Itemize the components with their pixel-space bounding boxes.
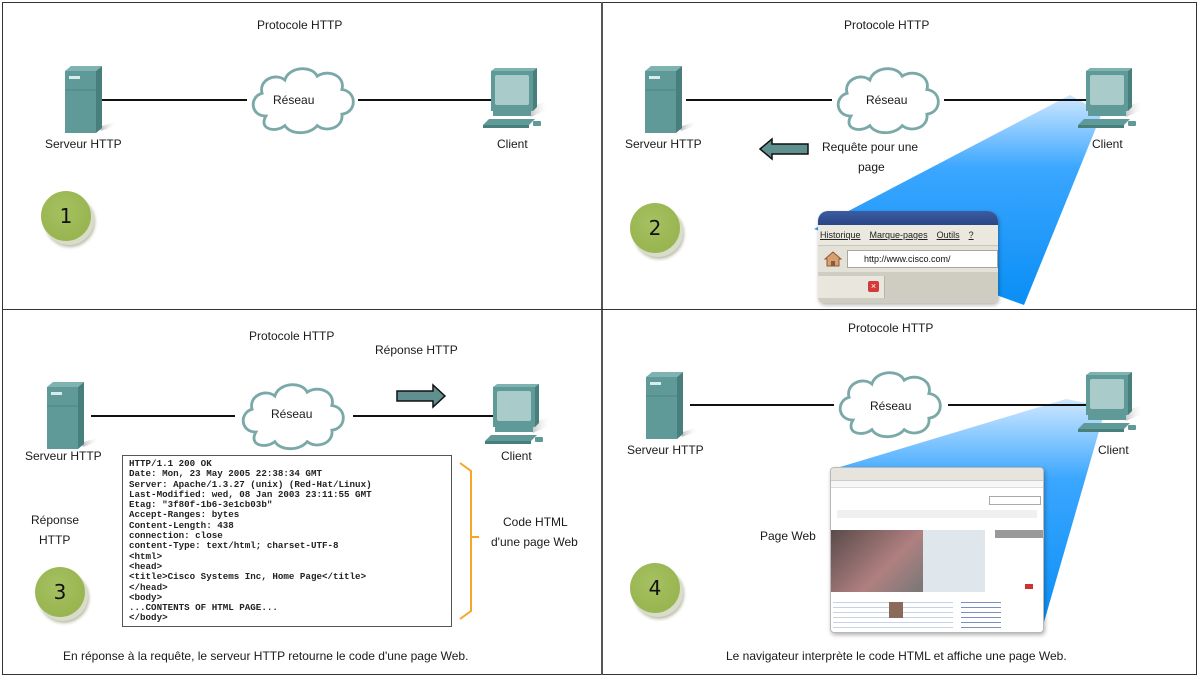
web-page-label: Page Web	[760, 529, 816, 543]
network-link	[99, 99, 247, 101]
network-link	[358, 99, 493, 101]
page-thumbnail	[889, 602, 903, 618]
browser-toolbar	[831, 468, 1043, 481]
code-line: </head>	[129, 581, 168, 593]
code-line: content-Type: text/html; charset-UTF-8	[129, 540, 339, 552]
code-line: ...CONTENTS OF HTML PAGE...	[129, 602, 278, 614]
code-line: Last-Modified: wed, 08 Jan 2003 23:11:55…	[129, 488, 372, 500]
step-badge: 1	[41, 191, 91, 241]
rendered-web-page	[830, 467, 1044, 633]
network-label: Réseau	[273, 93, 315, 107]
page-nav-bar	[837, 510, 1037, 518]
code-line: <html>	[129, 550, 163, 562]
client-label: Client	[501, 449, 532, 463]
server-icon	[59, 65, 119, 135]
browser-menu-bar: Historique Marque-pages Outils ?	[818, 225, 998, 245]
request-label: page	[858, 160, 885, 174]
browser-title-bar	[818, 211, 998, 225]
network-link	[91, 415, 235, 417]
panel-title: Protocole HTTP	[257, 18, 343, 32]
client-computer-icon	[1074, 371, 1144, 441]
server-label: Serveur HTTP	[45, 137, 122, 151]
code-line: Content-Length: 438	[129, 519, 234, 531]
network-label: Réseau	[866, 93, 908, 107]
panel-caption: Le navigateur interprète le code HTML et…	[726, 649, 1067, 663]
url-input[interactable]: http://www.cisco.com/	[847, 250, 998, 268]
browser-address-bar	[831, 481, 1043, 488]
code-line: Accept-Ranges: bytes	[129, 509, 240, 521]
step-badge: 3	[35, 567, 85, 617]
code-line: <title>Cisco Systems Inc, Home Page</tit…	[129, 571, 367, 583]
network-link	[948, 404, 1086, 406]
menu-item-help[interactable]: ?	[968, 230, 974, 240]
browser-tab-bar: ×	[818, 272, 998, 303]
browser-window: Historique Marque-pages Outils ? http://…	[818, 211, 998, 303]
panel-title: Protocole HTTP	[844, 18, 930, 32]
page-hero-text	[923, 530, 985, 592]
home-icon[interactable]	[824, 251, 842, 267]
client-label: Client	[1098, 443, 1129, 457]
client-computer-icon	[481, 383, 551, 453]
step-badge: 2	[630, 203, 680, 253]
close-tab-icon[interactable]: ×	[868, 281, 879, 292]
server-icon	[640, 371, 700, 441]
response-arrow-label: Réponse HTTP	[375, 343, 458, 357]
bracket-label: d'une page Web	[491, 535, 578, 549]
request-label: Requête pour une	[822, 140, 919, 154]
network-label: Réseau	[870, 399, 912, 413]
menu-item-historique[interactable]: Historique	[820, 230, 861, 240]
page-red-button	[1025, 584, 1033, 589]
response-side-label: Réponse	[31, 513, 80, 527]
horizontal-divider	[2, 309, 1197, 310]
response-side-label: HTTP	[39, 533, 71, 547]
browser-nav-bar: http://www.cisco.com/	[818, 245, 998, 272]
server-icon	[639, 65, 699, 135]
network-label: Réseau	[271, 407, 313, 421]
bracket-label: Code HTML	[503, 515, 568, 529]
panel-step-4: Protocole HTTP Réseau Serveur HTTP Clien…	[604, 311, 1196, 673]
code-line: HTTP/1.1 200 OK	[129, 458, 212, 469]
menu-item-outils[interactable]: Outils	[936, 230, 960, 240]
menu-item-marque-pages[interactable]: Marque-pages	[869, 230, 928, 240]
code-line: Date: Mon, 23 May 2005 22:38:34 GMT	[129, 468, 322, 480]
network-link	[353, 415, 493, 417]
code-line: Etag: "3f80f-1b6-3e1cb03b"	[129, 499, 273, 511]
panel-step-3: Protocole HTTP Réponse HTTP Réseau Serve…	[3, 311, 600, 673]
server-label: Serveur HTTP	[627, 443, 704, 457]
code-line: <body>	[129, 591, 163, 603]
page-industry-links	[961, 598, 1001, 628]
network-link	[944, 99, 1088, 101]
arrow-right-icon	[396, 383, 447, 409]
server-icon	[41, 381, 101, 451]
network-link	[690, 404, 834, 406]
server-label: Serveur HTTP	[25, 449, 102, 463]
panel-title: Protocole HTTP	[848, 321, 934, 335]
code-line: connection: close	[129, 530, 223, 542]
panel-caption: En réponse à la requête, le serveur HTTP…	[63, 649, 469, 663]
panel-title: Protocole HTTP	[249, 329, 335, 343]
code-line: Server: Apache/1.3.27 (unix) (Red-Hat/Li…	[129, 478, 372, 490]
bracket-icon	[459, 462, 479, 620]
client-computer-icon	[1074, 67, 1144, 137]
page-hero-image	[831, 530, 923, 592]
network-link	[686, 99, 832, 101]
arrow-left-icon	[758, 137, 809, 161]
panel-step-1: Protocole HTTP Réseau Serveur HTTP Clien…	[3, 3, 600, 308]
server-label: Serveur HTTP	[625, 137, 702, 151]
client-computer-icon	[479, 67, 549, 137]
step-badge: 4	[630, 563, 680, 613]
client-label: Client	[497, 137, 528, 151]
page-sidebar-header	[995, 530, 1043, 538]
client-label: Client	[1092, 137, 1123, 151]
panel-step-2: Protocole HTTP Réseau Serveur HTTP Clien…	[604, 3, 1196, 308]
vertical-divider	[601, 2, 603, 675]
code-line: <head>	[129, 560, 163, 572]
code-line: </body>	[129, 612, 168, 624]
page-search-box	[989, 496, 1041, 505]
